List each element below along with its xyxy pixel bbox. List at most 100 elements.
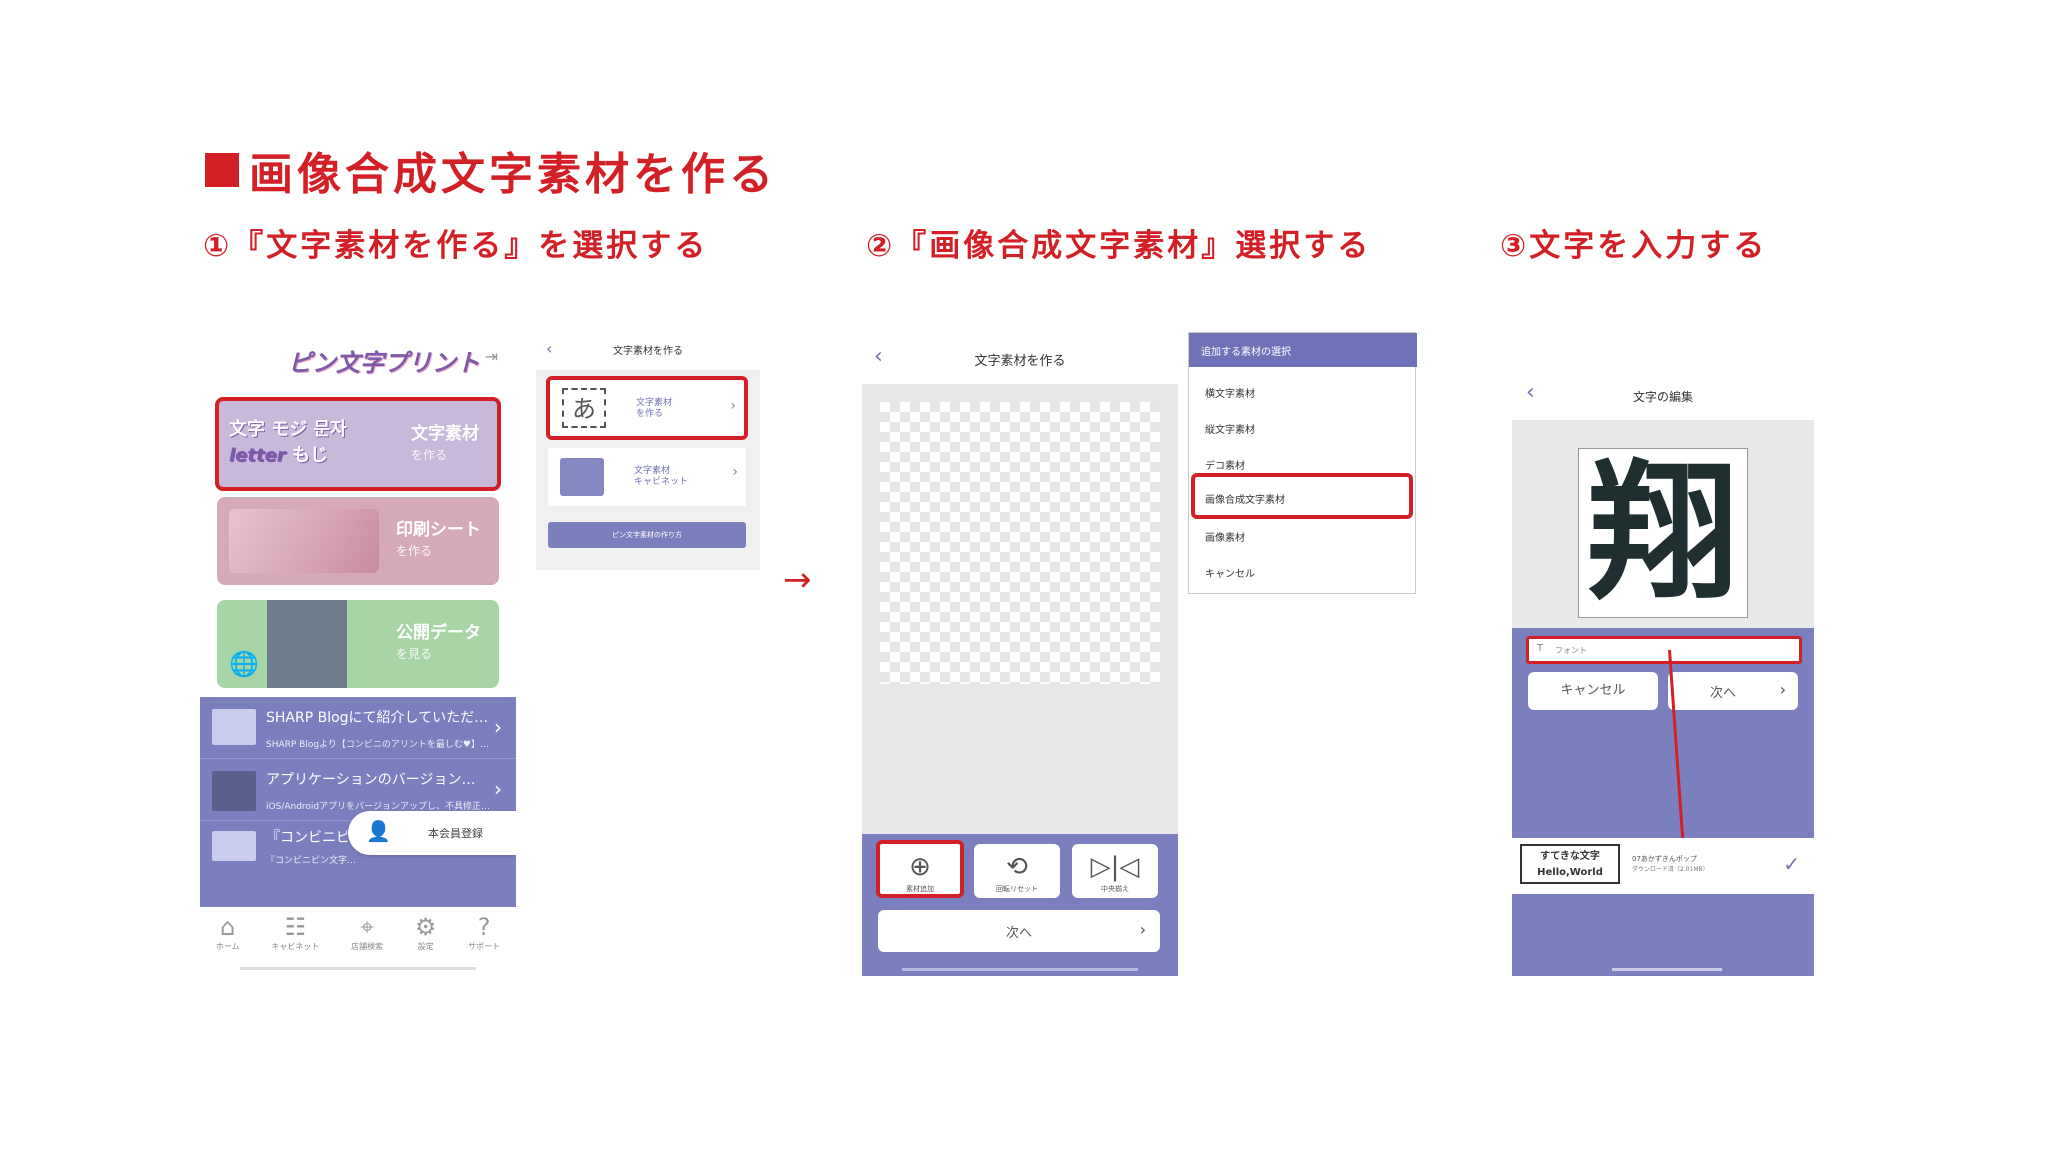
rotate-icon: ⟲ [1006,852,1028,882]
news-thumbnail [212,831,256,861]
material-select-title: 追加する素材の選択 [1189,333,1417,367]
home-indicator [902,968,1138,971]
news-item[interactable]: SHARP Blogにて紹介していただ… SHARP Blogより【コンビニのア… [200,697,516,759]
member-register-button[interactable]: 👤 本会員登録 [348,811,516,855]
text-edit-panel: T フォント キャンセル 次へ › すてきな文字 Hello,World 07あ… [1512,628,1814,976]
news-item[interactable]: アプリケーションのバージョン… iOS/Androidアプリをバージョンアップし… [200,759,516,821]
cabinet-icon: ☷ [284,913,307,941]
news-list: SHARP Blogにて紹介していただ… SHARP Blogより【コンビニのア… [200,697,516,907]
app-logo: ピン文字プリント [288,349,480,377]
menu-card-label: 印刷シート [396,520,481,540]
menu-item-image[interactable]: 画像素材 [1205,533,1245,544]
text-edit-title: 文字の編集 [1632,390,1693,404]
chevron-right-icon: › [1139,920,1146,939]
news-subtitle: 『コンビニピン文字… [266,856,357,866]
logout-icon[interactable]: ⇥ [484,347,498,366]
option-label: 文字素材 キャビネット [634,466,689,487]
font-sample: すてきな文字 Hello,World [1520,844,1620,884]
menu-item-cancel[interactable]: キャンセル [1205,569,1255,580]
menu-item-deco[interactable]: デコ素材 [1205,461,1245,472]
home-icon: ⌂ [220,913,236,941]
nav-cabinet[interactable]: ☷キャビネット [271,913,320,951]
help-icon: ? [477,913,491,941]
menu-card-sub: を作る [411,447,448,462]
nav-home[interactable]: ⌂ホーム [215,913,240,951]
public-data-illustration [267,600,347,688]
editor-toolbar: ⊕素材追加 ⟲回転リセット ▷|◁中央揃え 次へ › [862,834,1178,976]
cabinet-icon [560,458,604,496]
screen-editor: ‹ 文字素材を作る ⊕素材追加 ⟲回転リセット ▷|◁中央揃え 次へ › [862,332,1178,976]
red-square-icon [205,153,239,187]
arrow-right-icon: → [783,560,812,600]
center-align-button[interactable]: ▷|◁中央揃え [1072,844,1158,898]
news-title: SHARP Blogにて紹介していただ… [266,710,489,726]
sheet-header: ‹ 文字素材を作る [536,330,760,370]
page-title: 画像合成文字素材を作る [205,138,777,202]
option-create-text-material[interactable]: あ 文字素材 を作る › [546,376,748,440]
add-material-button[interactable]: ⊕素材追加 [876,840,964,898]
map-pin-icon: ⌖ [360,913,374,941]
news-thumbnail [212,709,256,745]
font-input-placeholder: フォント [1555,646,1587,655]
text-preview: 翔 [1578,448,1748,619]
print-sheet-illustration [229,509,379,573]
text-edit-header: ‹ 文字の編集 [1512,372,1814,420]
plus-circle-icon: ⊕ [909,852,931,882]
nav-store-search[interactable]: ⌖店舗検索 [351,913,384,951]
step-2-heading: ②『画像合成文字素材』選択する [866,228,1372,264]
screen-text-edit: ‹ 文字の編集 翔 T フォント キャンセル 次へ › すてきな文字 Hello… [1512,372,1814,976]
home-indicator [240,967,476,970]
chevron-right-icon: › [730,398,736,414]
member-register-label: 本会員登録 [428,827,483,840]
chevron-right-icon: › [732,464,738,480]
home-indicator [1612,968,1722,971]
menu-card-sub: を見る [396,646,433,661]
menu-card-sub: を作る [396,543,433,558]
news-subtitle: iOS/Androidアプリをバージョンアップし、不具修正… [266,802,490,812]
option-label: 文字素材 を作る [636,398,673,419]
font-name: 07あかずきんポップ [1632,855,1697,863]
gear-icon: ⚙ [414,913,437,941]
reset-rotation-button[interactable]: ⟲回転リセット [974,844,1060,898]
next-button[interactable]: 次へ › [878,910,1160,952]
menu-item-horizontal-text[interactable]: 横文字素材 [1205,389,1255,400]
menu-card-label: 公開データ [396,623,481,643]
news-title: アプリケーションのバージョン… [266,772,476,788]
bottom-nav: ⌂ホーム ☷キャビネット ⌖店舗検索 ⚙設定 ?サポート [200,913,516,971]
menu-item-label: 画像合成文字素材 [1205,495,1285,506]
font-icon: T [1537,643,1544,654]
next-button[interactable]: 次へ › [1668,672,1798,710]
howto-button[interactable]: ピン文字素材の作り方 [548,522,746,548]
font-download-size: ダウンロード済（2.01MB） [1632,866,1709,873]
check-icon: ✓ [1783,852,1800,876]
step-3-heading: ③文字を入力する [1500,228,1768,264]
center-align-icon: ▷|◁ [1090,852,1140,882]
back-icon[interactable]: ‹ [1526,380,1535,405]
cancel-button[interactable]: キャンセル [1528,672,1658,710]
editor-canvas[interactable] [880,402,1160,684]
back-icon[interactable]: ‹ [874,344,883,369]
editor-title: 文字素材を作る [974,354,1066,369]
menu-item-vertical-text[interactable]: 縦文字素材 [1205,425,1255,436]
menu-item-image-composite-text[interactable]: 画像合成文字素材 [1191,473,1413,519]
option-text-cabinet[interactable]: 文字素材 キャビネット › [548,448,746,506]
user-add-icon: 👤 [366,819,391,843]
chevron-right-icon: › [494,715,502,739]
editor-header: ‹ 文字素材を作る [862,332,1178,384]
font-list-item[interactable]: すてきな文字 Hello,World 07あかずきんポップ ダウンロード済（2.… [1512,838,1814,894]
back-icon[interactable]: ‹ [546,339,553,358]
step-1-heading: ①『文字素材を作る』を選択する [203,228,709,264]
nav-support[interactable]: ?サポート [468,913,501,951]
menu-card-public-data[interactable]: 🌐 公開データを見る [217,600,499,688]
menu-card-print-sheet[interactable]: 印刷シートを作る [217,497,499,585]
sheet-title: 文字素材を作る [613,346,683,357]
chevron-right-icon: › [494,777,502,801]
globe-icon: 🌐 [229,650,259,678]
menu-card-label: 文字素材 [411,424,479,444]
font-input[interactable]: T フォント [1526,636,1802,664]
news-subtitle: SHARP Blogより【コンビニのアリントを最しむ♥】… [266,740,489,750]
nav-settings[interactable]: ⚙設定 [414,913,437,951]
